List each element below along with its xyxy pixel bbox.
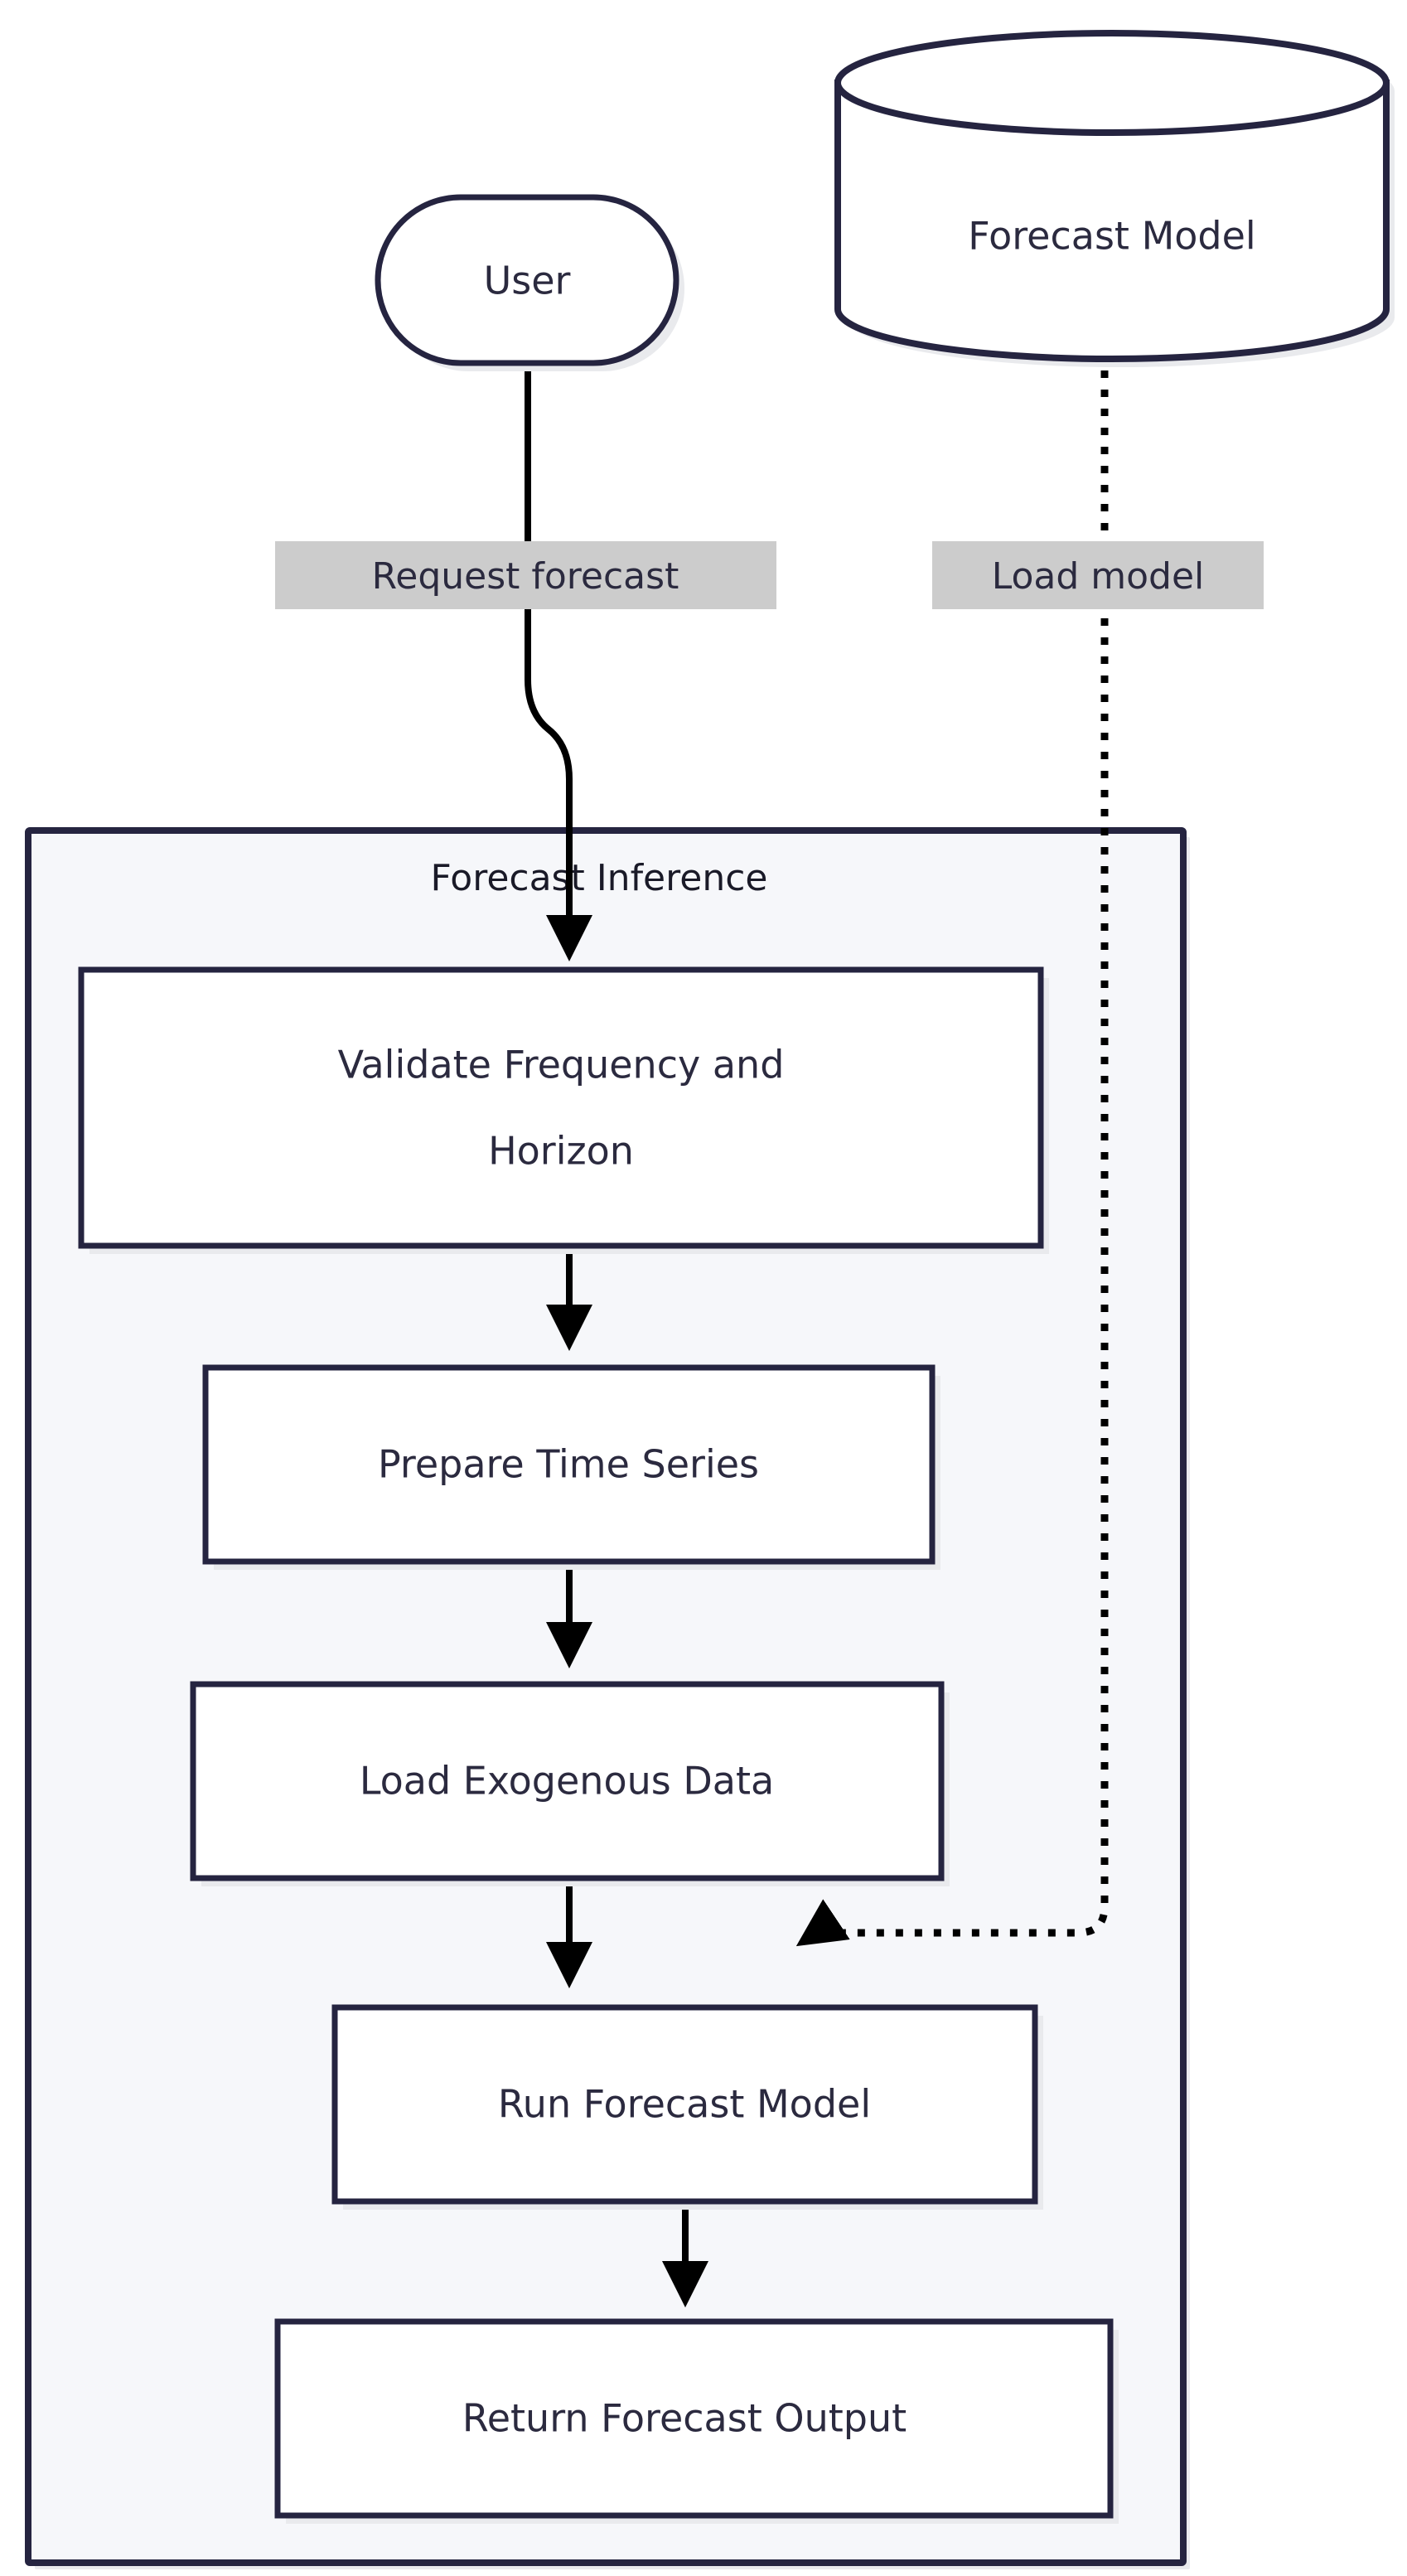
node-run-forecast-model[interactable]: Run Forecast Model: [331, 2004, 1043, 2210]
node-forecast-model-top-ellipse: [834, 30, 1390, 136]
edge-label-request-forecast: Request forecast: [275, 541, 776, 609]
edge-label-load-model-text: Load model: [992, 555, 1205, 598]
node-prepare-time-series[interactable]: Prepare Time Series: [202, 1364, 940, 1570]
edge-label-request-forecast-bg: [275, 541, 776, 609]
node-exogenous-shape: [190, 1681, 945, 1881]
node-validate-frequency-and-horizon[interactable]: Validate Frequency and Horizon: [78, 966, 1049, 1254]
node-forecast-model-body: [834, 80, 1390, 362]
node-user[interactable]: User: [375, 194, 684, 371]
edge-label-load-model-bg: [932, 541, 1264, 609]
node-return-shape: [274, 2318, 1114, 2519]
node-validate-shape: [78, 966, 1044, 1249]
edge-user-to-validate: [525, 367, 592, 961]
edge-label-load-model: Load model: [932, 541, 1264, 609]
node-load-exogenous-data[interactable]: Load Exogenous Data: [190, 1681, 950, 1886]
node-prepare-shape: [202, 1364, 936, 1565]
node-user-shape: [375, 194, 679, 366]
node-run-shape: [331, 2004, 1038, 2205]
node-forecast-model[interactable]: Forecast Model: [834, 30, 1395, 367]
cluster-title-forecast-inference: Forecast Inference: [431, 857, 768, 899]
node-return-forecast-output[interactable]: Return Forecast Output: [274, 2318, 1119, 2524]
edge-label-request-forecast-text: Request forecast: [372, 555, 679, 598]
